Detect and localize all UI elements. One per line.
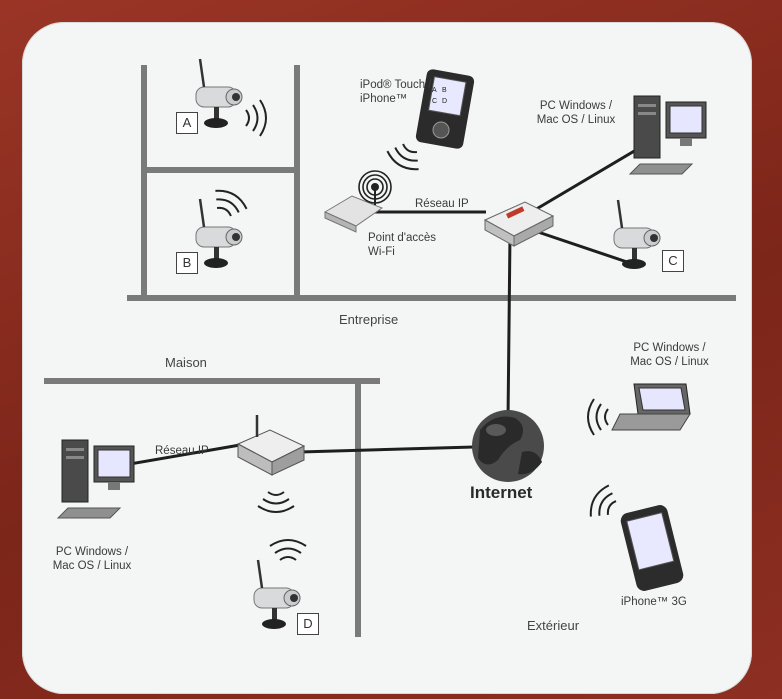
pc-home-icon [57,439,135,519]
zone-entreprise: Entreprise [339,312,399,327]
zone-maison: Maison [165,355,207,370]
house-walls [44,378,380,637]
ipod-touch-icon [415,69,475,149]
laptop-icon [611,383,691,431]
wifi-waves-icon [269,539,307,561]
screen-label: B [442,87,447,94]
screen-label: C [432,98,437,105]
network-cables [123,145,642,467]
abcd-screen-marks: A B C D [432,87,447,105]
iphone-3g-label: iPhone™ 3G [621,596,687,608]
enterprise-walls [127,65,736,301]
pc-enterprise-icon [629,95,707,175]
camera-letter-d: D [297,613,319,635]
camera-letter-b: B [176,252,198,274]
zone-exterieur: Extérieur [527,618,580,633]
ipod-label: iPod® Touch / iPhone™ [360,79,432,105]
camera-letter-c: C [662,250,684,272]
wifi-waves-icon [207,184,251,222]
wifi-waves-icon [257,491,295,513]
pc-home-label: PC Windows / Mac OS / Linux [52,546,132,572]
access-point-label: Point d'accès Wi-Fi [368,232,437,258]
camera-d-icon [252,558,302,631]
screen-label: D [442,98,447,105]
wifi-waves-icon [245,99,267,137]
wifi-waves-icon [587,398,609,436]
access-point-icon [323,170,392,233]
pc-enterprise-label: PC Windows / Mac OS / Linux [536,100,616,126]
wifi-waves-icon [383,138,427,176]
camera-a-icon [194,57,244,130]
internet-globe-icon [472,410,544,482]
pc-laptop-label: PC Windows / Mac OS / Linux [630,342,709,368]
wifi-waves-icon [584,481,622,525]
enterprise-router-icon [483,201,555,247]
reseau-ip-home-label: Réseau IP [155,445,209,457]
screen-label: A [432,87,437,94]
reseau-ip-enterprise-label: Réseau IP [415,198,469,210]
camera-b-icon [194,197,244,270]
home-router-icon [236,415,306,476]
internet-label: Internet [470,483,533,502]
camera-letter-a: A [176,112,198,134]
iphone-3g-icon [620,505,684,591]
